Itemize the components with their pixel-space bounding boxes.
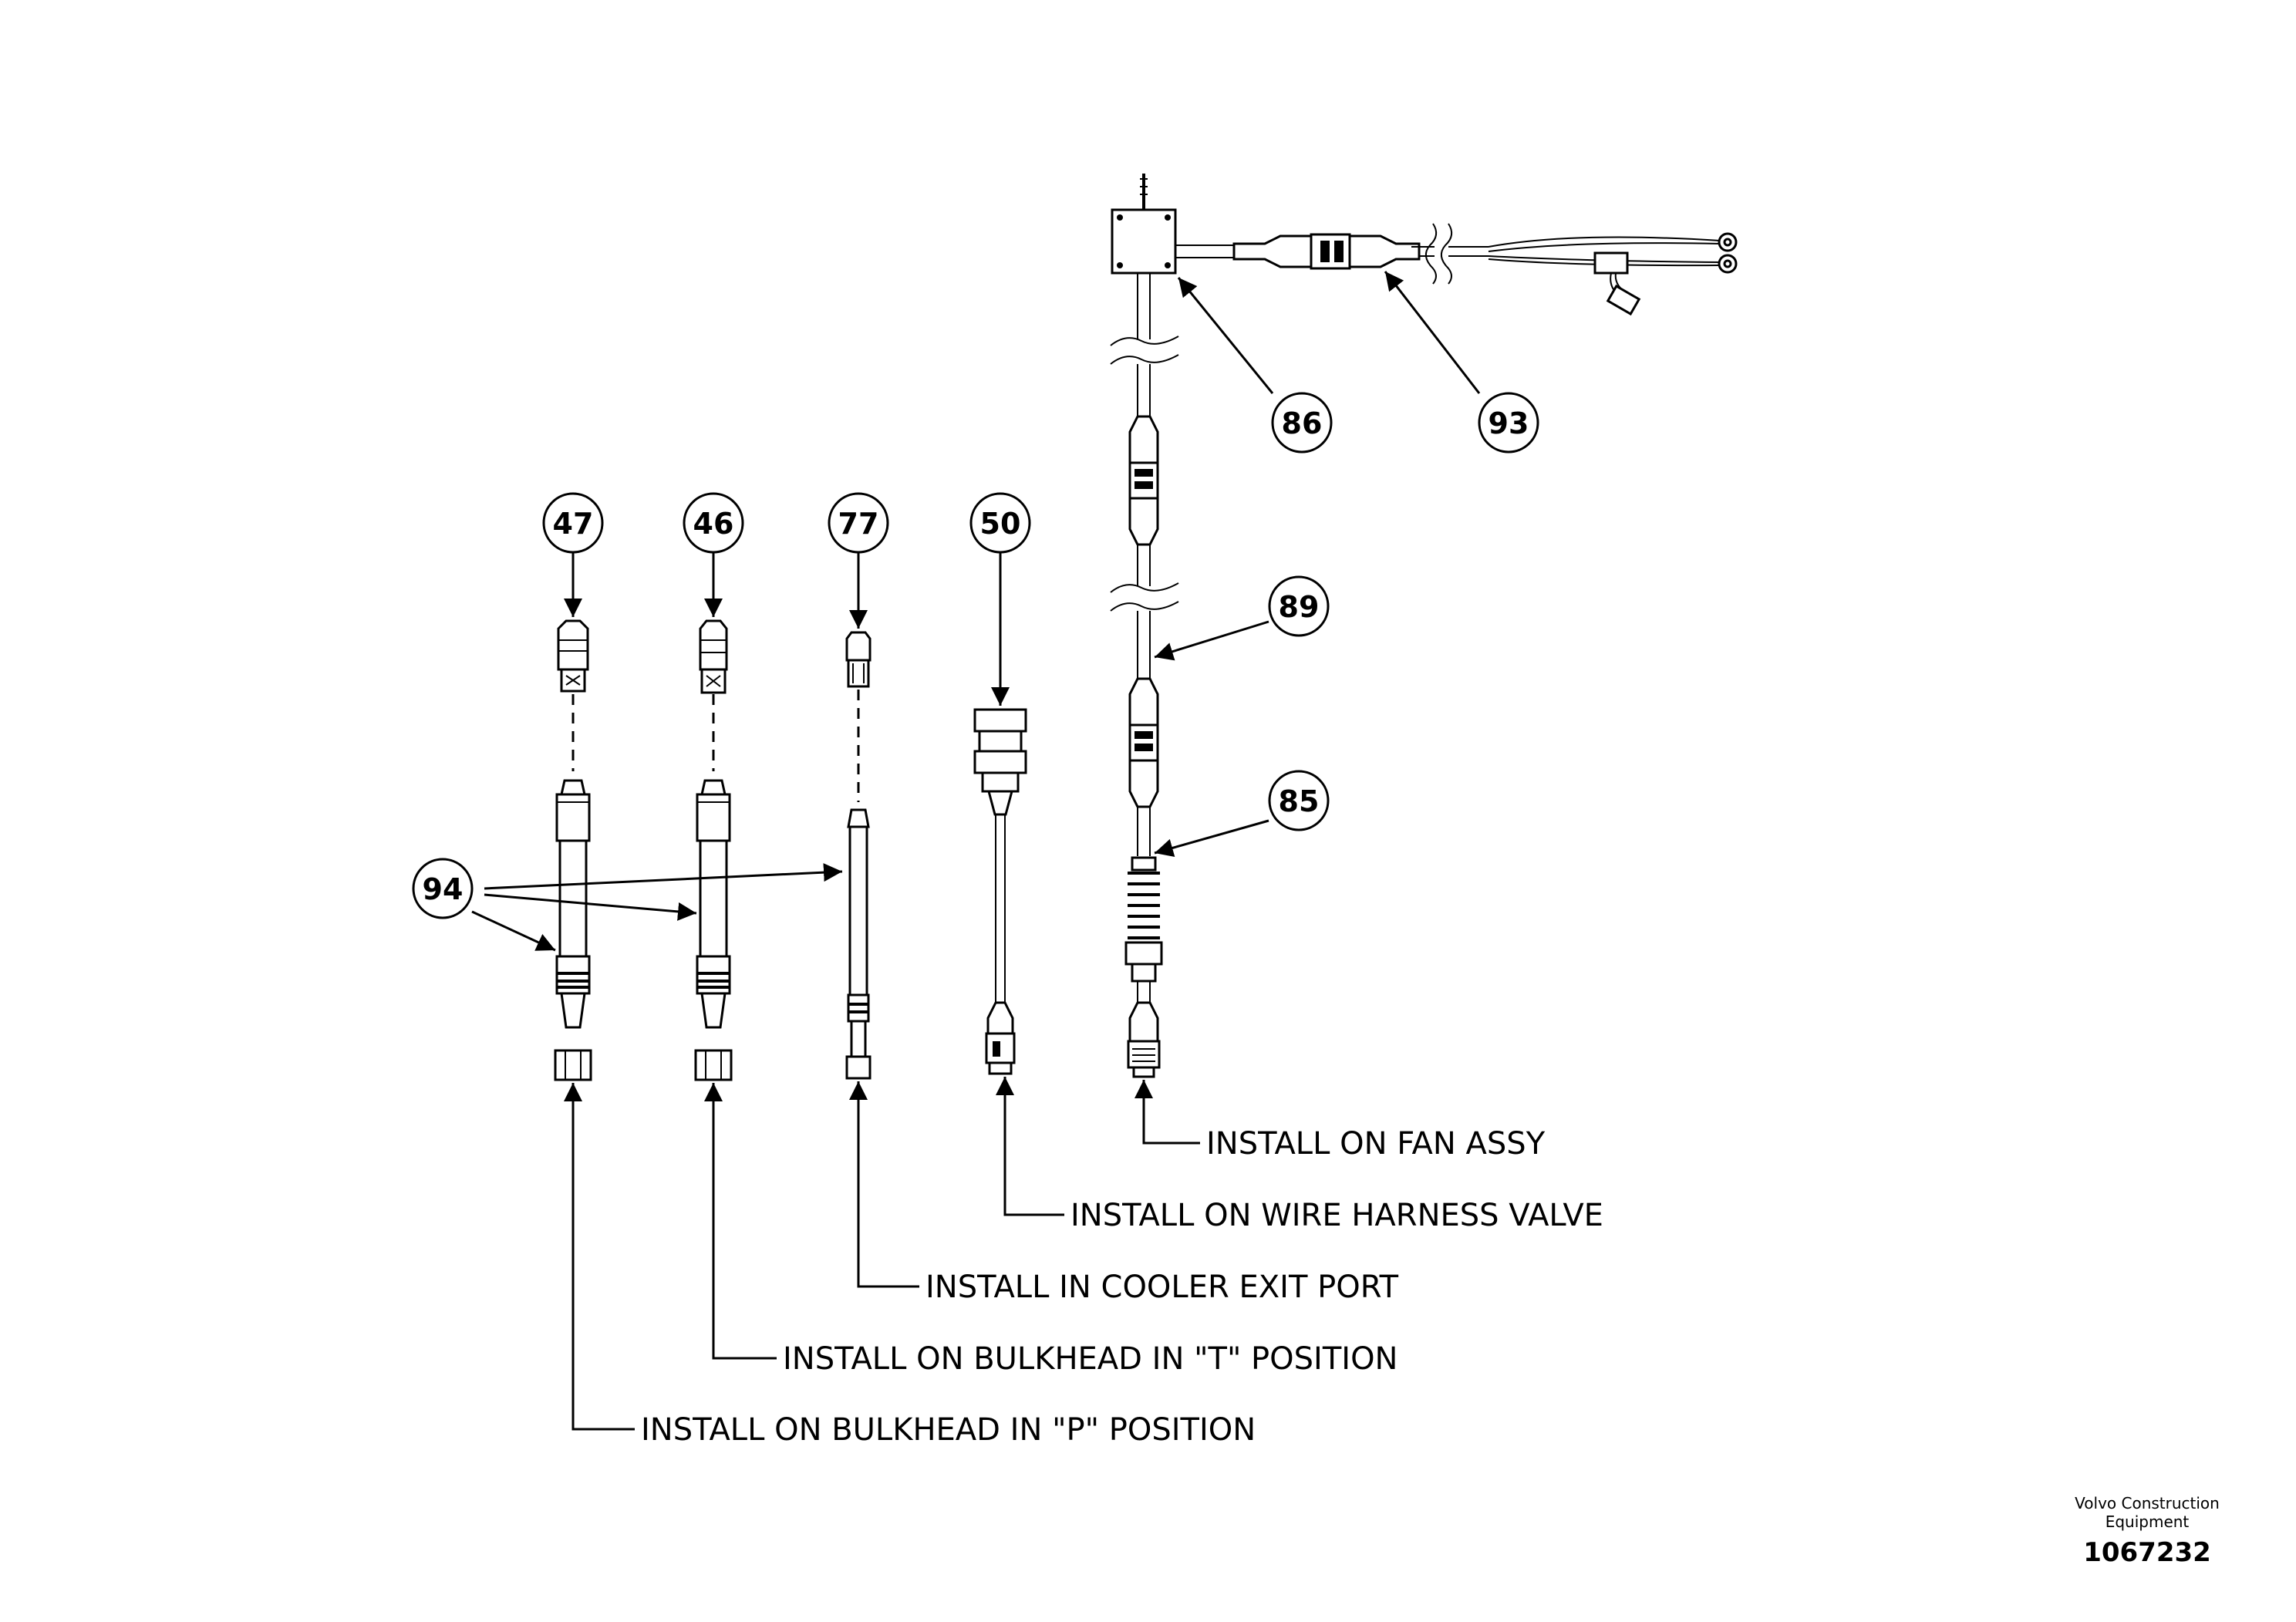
callout-77: 77: [828, 492, 889, 554]
callout-leaders: [471, 271, 1481, 952]
callout-89: 89: [1268, 575, 1330, 637]
callout-86: 86: [1271, 392, 1333, 454]
label-install-cooler-exit-port: INSTALL IN COOLER EXIT PORT: [925, 1270, 1399, 1305]
callout-94: 94: [412, 858, 474, 919]
callout-77-number: 77: [838, 507, 879, 541]
callout-50-number: 50: [980, 507, 1021, 541]
label-install-fan-assy: INSTALL ON FAN ASSY: [1206, 1126, 1546, 1162]
callout-47-number: 47: [553, 507, 594, 541]
junction-box: [1111, 208, 1177, 275]
hose-assembly-47: [554, 619, 592, 1081]
company-name-line1: Volvo Construction: [2075, 1494, 2220, 1512]
callout-47: 47: [542, 492, 604, 554]
install-leaders: [564, 1077, 1200, 1431]
company-name-line2: Equipment: [2106, 1512, 2190, 1531]
callout-50: 50: [969, 492, 1031, 554]
callout-94-number: 94: [423, 872, 464, 906]
callout-86-number: 86: [1282, 406, 1323, 440]
callout-93-number: 93: [1489, 406, 1529, 440]
callout-46-number: 46: [693, 507, 734, 541]
callout-85: 85: [1268, 770, 1330, 831]
wire-harness-50: [973, 708, 1027, 1075]
hose-assembly-77: [845, 631, 872, 1080]
hose-assembly-46: [694, 619, 733, 1081]
callout-85-number: 85: [1279, 784, 1320, 818]
wire-harness-assembly: [1110, 174, 1738, 1078]
label-install-wire-harness-valve: INSTALL ON WIRE HARNESS VALVE: [1070, 1198, 1603, 1233]
callout-89-number: 89: [1279, 590, 1320, 624]
callout-46: 46: [683, 492, 744, 554]
label-install-bulkhead-p: INSTALL ON BULKHEAD IN "P" POSITION: [641, 1412, 1256, 1448]
callout-93: 93: [1478, 392, 1539, 454]
footer-credit: Volvo Construction Equipment 1067232: [2075, 1494, 2220, 1568]
document-number: 1067232: [2083, 1537, 2211, 1568]
label-install-bulkhead-t: INSTALL ON BULKHEAD IN "T" POSITION: [783, 1341, 1397, 1377]
